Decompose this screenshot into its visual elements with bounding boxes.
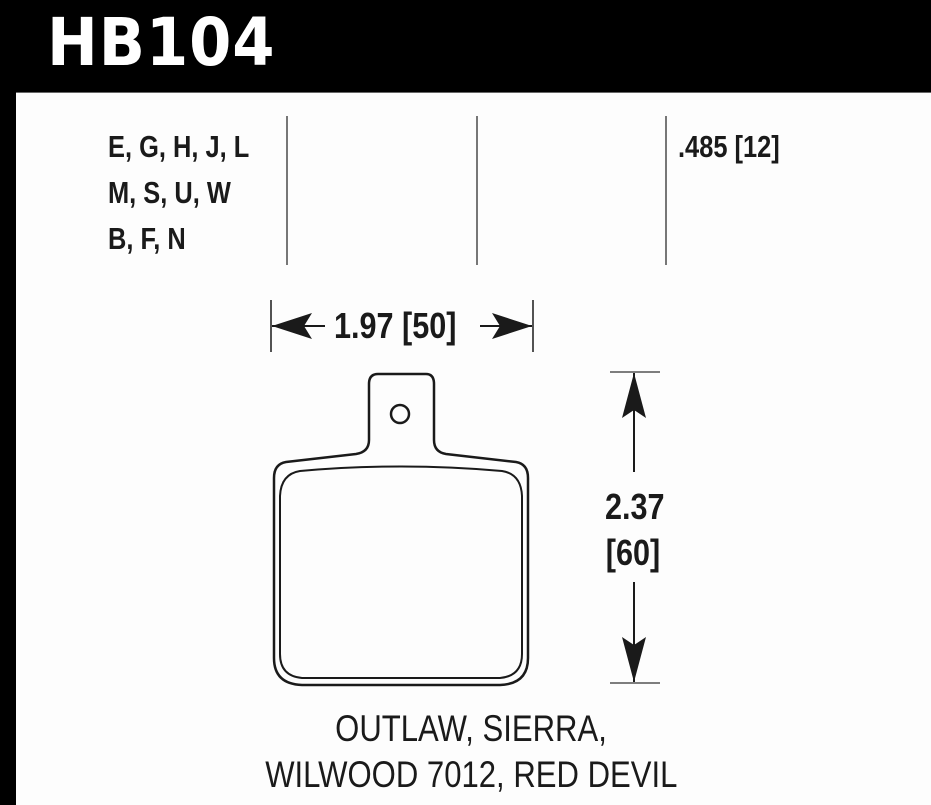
width-dimension-arrows <box>270 300 534 352</box>
height-mm: [60] <box>605 532 661 573</box>
header-bar: HB104 <box>0 0 931 92</box>
compound-line-1: E, G, H, J, L <box>108 129 250 164</box>
application-line-2: WILWOOD 7012, RED DEVIL <box>265 754 678 795</box>
width-dimension-label: 1.97 [50] <box>334 305 457 346</box>
column-divider-1 <box>286 116 288 265</box>
part-number-title: HB104 <box>47 4 276 81</box>
mounting-hole-icon <box>389 403 411 425</box>
compound-list: E, G, H, J, L M, S, U, W B, F, N <box>108 124 249 262</box>
height-inches: 2.37 <box>604 486 665 527</box>
height-dimension-label: 2.37 [60] <box>600 484 666 576</box>
application-list: OUTLAW, SIERRA, WILWOOD 7012, RED DEVIL <box>226 706 716 798</box>
application-line-1: OUTLAW, SIERRA, <box>335 708 607 749</box>
thickness-label: .485 [12] <box>678 129 780 164</box>
brake-pad-outline <box>272 372 530 687</box>
height-dimension-arrows <box>610 371 660 684</box>
column-divider-3 <box>665 116 667 265</box>
compound-line-2: M, S, U, W <box>108 175 231 210</box>
backing-plate-outline <box>272 372 530 687</box>
column-divider-2 <box>476 116 478 265</box>
compound-line-3: B, F, N <box>108 221 186 256</box>
friction-material-outline <box>279 465 523 679</box>
